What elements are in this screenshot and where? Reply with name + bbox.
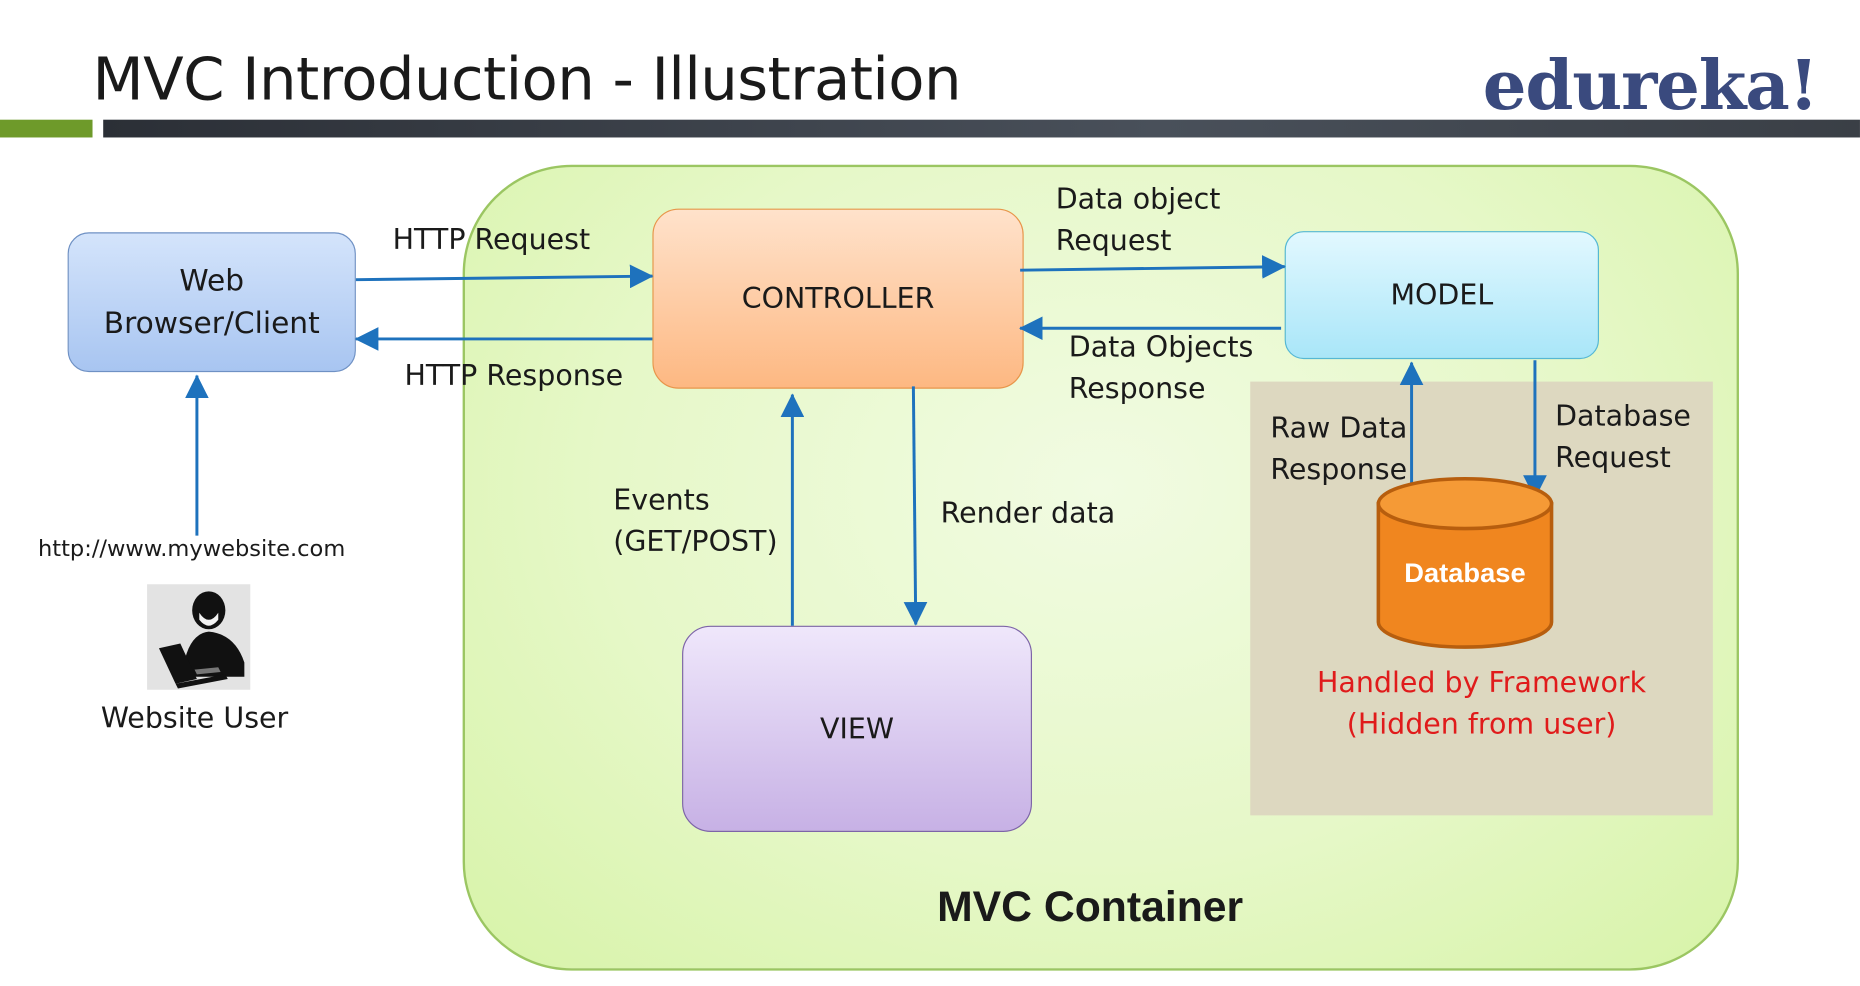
data-objects-response-label: Data Objects Response [1069,327,1254,410]
title-accent-bar [0,119,93,138]
user-laptop-icon [147,584,251,690]
edureka-logo: edureka! [1482,45,1819,126]
raw-data-response-label: Raw Data Response [1270,408,1407,491]
data-objects-response-line-2: Response [1068,372,1206,406]
browser-client-node: Web Browser/Client [67,232,356,373]
title-divider-bar [103,119,1860,138]
data-object-request-line-1: Data object [1055,182,1221,216]
controller-node: CONTROLLER [652,208,1024,389]
model-node: MODEL [1284,231,1599,360]
mvc-container-label: MVC Container [937,881,1244,931]
view-node: VIEW [682,625,1032,832]
data-object-request-label: Data object Request [1056,179,1221,262]
website-url-label: http://www.mywebsite.com [37,535,346,562]
database-cylinder-icon [1376,477,1554,649]
database-request-line-1: Database [1555,399,1691,433]
events-label: Events (GET/POST) [613,480,777,563]
database-request-line-2: Request [1555,440,1671,475]
database-label: Database [1404,556,1526,588]
render-data-label: Render data [940,496,1116,530]
data-object-request-arrow [1020,255,1286,279]
database-request-label: Database Request [1555,396,1691,479]
framework-note-line-2: (Hidden from user) [1346,707,1617,741]
data-object-request-line-2: Request [1055,223,1172,258]
framework-note: Handled by Framework (Hidden from user) [1281,662,1682,745]
model-label: MODEL [1390,278,1494,312]
raw-data-response-line-1: Raw Data [1270,411,1408,445]
raw-data-response-line-2: Response [1270,452,1408,486]
data-objects-response-line-1: Data Objects [1068,330,1254,364]
render-data-arrow [903,386,928,626]
slide-title: MVC Introduction - Illustration [92,45,962,114]
controller-label: CONTROLLER [741,282,935,316]
browser-label-line-2: Browser/Client [103,305,320,341]
browser-label-line-1: Web [179,263,245,298]
events-line-1: Events [613,483,710,517]
website-user-label: Website User [100,701,289,735]
http-response-label: HTTP Response [404,359,624,393]
http-request-arrow [355,264,654,289]
events-line-2: (GET/POST) [613,524,778,559]
framework-note-line-1: Handled by Framework [1317,666,1647,700]
http-request-label: HTTP Request [392,222,591,256]
view-label: VIEW [820,712,895,746]
